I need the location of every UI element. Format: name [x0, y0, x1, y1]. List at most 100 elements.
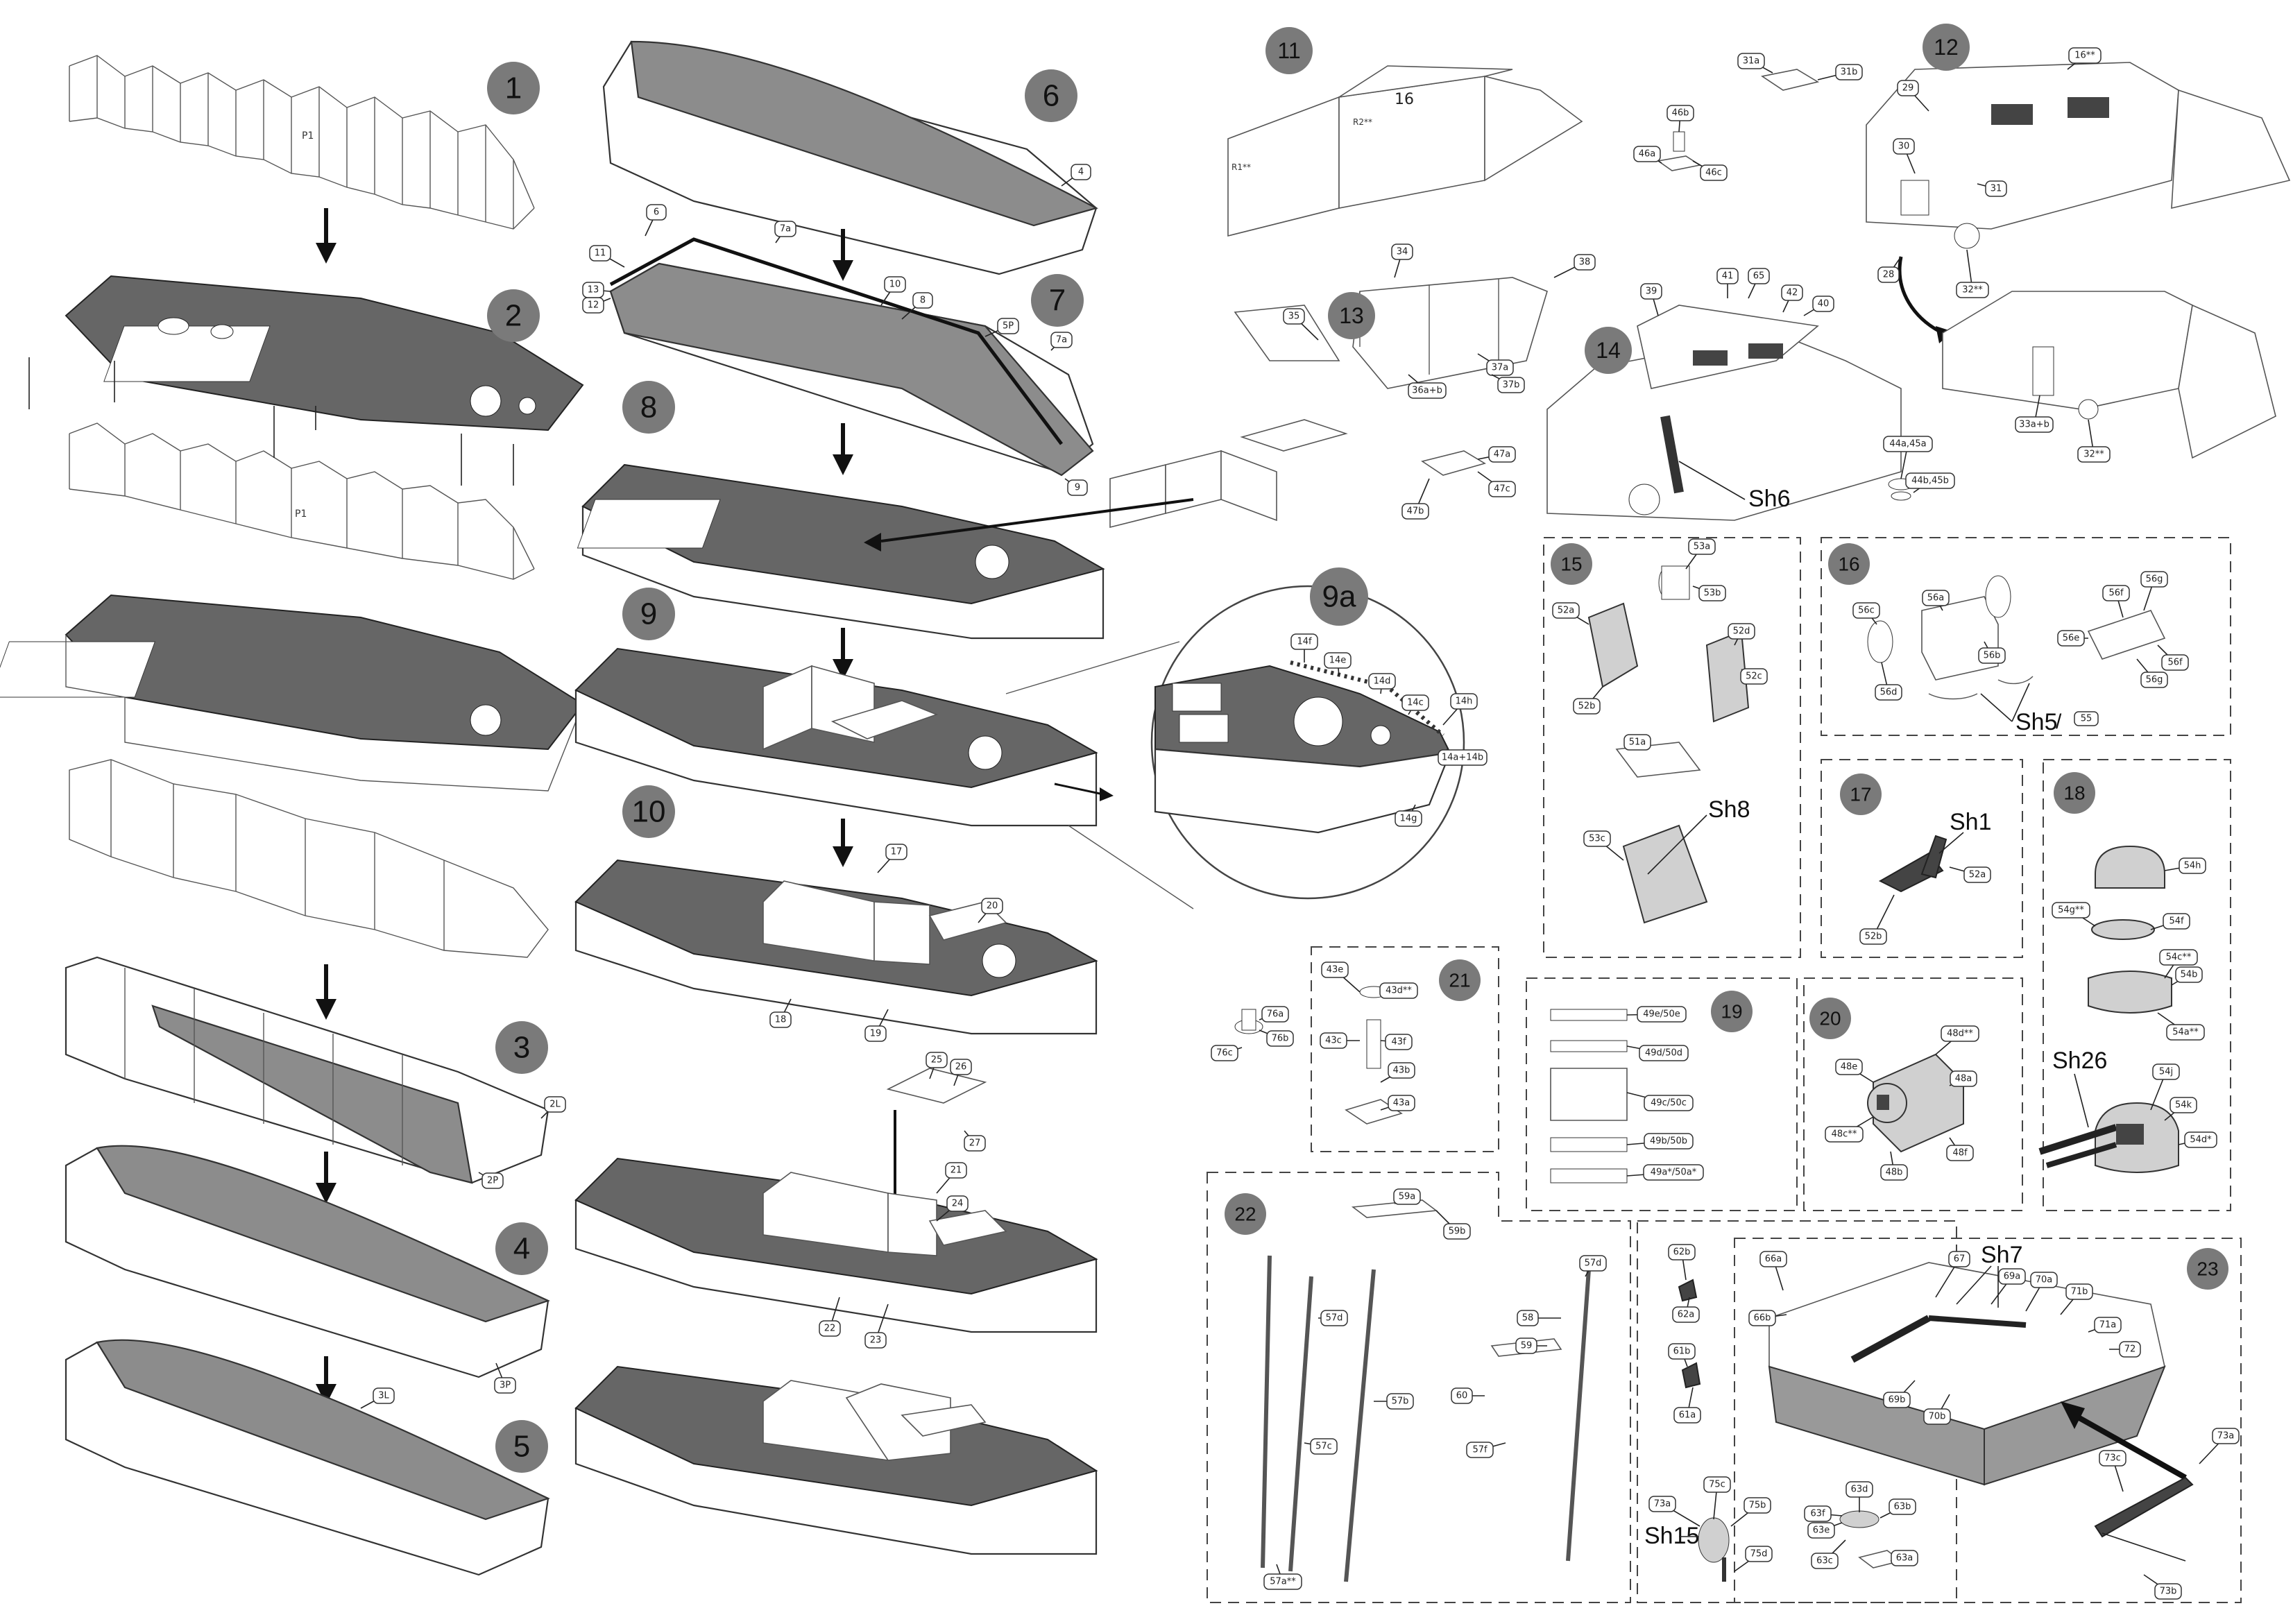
svg-text:32**: 32** — [2083, 450, 2104, 460]
part-label-41: 41 — [1716, 268, 1739, 298]
svg-text:73c: 73c — [2104, 1453, 2121, 1464]
part-label-52a: 52a — [1552, 602, 1589, 625]
step19-box — [1550, 1009, 1628, 1183]
box-16 — [1821, 537, 2231, 736]
part-label-7a2: 7a — [1050, 332, 1073, 351]
part-label-8: 8 — [901, 292, 933, 320]
part-label-53a: 53a — [1685, 538, 1716, 570]
step-9-badge: 9 — [622, 588, 675, 640]
step18-gun — [2038, 845, 2179, 1173]
svg-text:71a: 71a — [2099, 1320, 2117, 1331]
svg-text:57a**: 57a** — [1270, 1577, 1296, 1587]
svg-text:52a: 52a — [1558, 606, 1575, 616]
svg-text:2P: 2P — [487, 1176, 498, 1186]
part-label-47c: 47c — [1477, 471, 1516, 497]
svg-text:2: 2 — [505, 299, 522, 333]
svg-text:53a: 53a — [1694, 542, 1711, 552]
part-label-36ab: 36a+b — [1408, 374, 1447, 399]
svg-text:72: 72 — [2124, 1344, 2136, 1355]
part-label-69a: 69a — [1991, 1268, 2026, 1305]
part-label-17: 17 — [877, 844, 907, 873]
svg-text:21: 21 — [1449, 970, 1470, 991]
svg-text:34: 34 — [1397, 247, 1408, 257]
svg-text:40: 40 — [1818, 299, 1830, 309]
part-label-11: 11 — [589, 245, 625, 268]
svg-text:7a: 7a — [780, 224, 791, 234]
part-label-63c: 63c — [1811, 1539, 1846, 1569]
box-15 — [1543, 537, 1801, 958]
svg-text:33a+b: 33a+b — [2019, 420, 2049, 430]
part-label-63d: 63d — [1846, 1481, 1873, 1512]
part-label-35: 35 — [1283, 308, 1319, 341]
svg-text:48c**: 48c** — [1832, 1129, 1857, 1140]
svg-text:56f: 56f — [2108, 588, 2124, 599]
part-label-52b: 52b — [1573, 686, 1603, 715]
svg-text:21: 21 — [951, 1165, 962, 1176]
svg-text:10: 10 — [632, 795, 666, 829]
svg-text:56f: 56f — [2167, 658, 2183, 668]
svg-text:27: 27 — [969, 1138, 981, 1149]
svg-text:43a: 43a — [1393, 1098, 1410, 1109]
svg-text:4: 4 — [1078, 167, 1084, 178]
step-14-badge: 14 — [1585, 327, 1632, 374]
part-label-28: 28 — [1877, 256, 1902, 283]
part-label-31a: 31a — [1737, 53, 1773, 74]
part-label-63b: 63b — [1879, 1498, 1916, 1519]
part-label-54j: 54j — [2150, 1063, 2180, 1111]
part-label-54f: 54f — [2150, 913, 2190, 930]
part-label-56f2: 56f — [2157, 644, 2189, 671]
part-label-48c: 48c** — [1825, 1116, 1874, 1143]
svg-text:43d**: 43d** — [1386, 986, 1412, 996]
part-label-57b: 57b — [1374, 1393, 1414, 1410]
step2-deck — [65, 275, 584, 431]
final-boat — [574, 1365, 1098, 1555]
svg-text:6: 6 — [654, 207, 659, 218]
part-label-2P: 2P — [478, 1172, 504, 1189]
part-label-56d: 56d — [1875, 662, 1902, 701]
part-label-48e: 48e — [1835, 1059, 1874, 1083]
step-8-badge: 8 — [622, 381, 675, 434]
svg-text:47b: 47b — [1407, 506, 1424, 517]
svg-text:14: 14 — [1596, 338, 1621, 363]
svg-text:51a: 51a — [1629, 737, 1646, 748]
part-label-43a: 43a — [1380, 1095, 1415, 1111]
step14-bridge — [1546, 305, 1902, 521]
svg-text:60: 60 — [1456, 1391, 1468, 1401]
part-label-53c: 53c — [1583, 830, 1624, 861]
svg-text:9: 9 — [1075, 483, 1080, 493]
svg-text:46a: 46a — [1639, 149, 1656, 160]
svg-text:56b: 56b — [1984, 651, 2001, 661]
arrow-head-9-9a — [1100, 787, 1114, 801]
svg-text:48d**: 48d** — [1947, 1029, 1973, 1039]
part-label-62b: 62b — [1668, 1244, 1696, 1281]
step2-assembled — [0, 594, 584, 792]
part-label-7a1: 7a — [774, 221, 796, 243]
part-label-52b2: 52b — [1859, 894, 1895, 945]
part-label-14g: 14g — [1395, 804, 1422, 827]
part-label-32b: 32** — [2077, 419, 2111, 463]
svg-text:61b: 61b — [1673, 1347, 1691, 1357]
part-label-67: 67 — [1935, 1251, 1970, 1298]
arrow-head-6-7 — [833, 260, 853, 281]
part-label-37b: 37b — [1491, 374, 1525, 393]
step-11-badge: 11 — [1265, 27, 1313, 74]
step15-parts — [1587, 565, 1750, 924]
part-label-56g: 56g — [2140, 571, 2168, 611]
svg-text:3P: 3P — [500, 1381, 511, 1391]
box-19 — [1526, 977, 1798, 1211]
box-23 — [1734, 1238, 2242, 1603]
sheet-ref-sh8: Sh8 — [1708, 796, 1750, 823]
svg-text:54j: 54j — [2159, 1067, 2173, 1077]
part-label-25: 25 — [926, 1052, 948, 1079]
arrow-head-parts — [864, 533, 881, 552]
svg-text:54c**: 54c** — [2166, 952, 2192, 963]
svg-text:54d*: 54d* — [2190, 1135, 2212, 1145]
svg-text:20: 20 — [987, 901, 998, 912]
part-label-73a2: 73a — [1648, 1496, 1700, 1527]
svg-text:48b: 48b — [1886, 1168, 1903, 1178]
step-6-badge: 6 — [1025, 69, 1077, 122]
svg-text:52b: 52b — [1865, 932, 1882, 942]
svg-text:75b: 75b — [1749, 1501, 1766, 1511]
svg-text:54b: 54b — [2181, 970, 2198, 980]
part-label-58: 58 — [1517, 1310, 1561, 1326]
